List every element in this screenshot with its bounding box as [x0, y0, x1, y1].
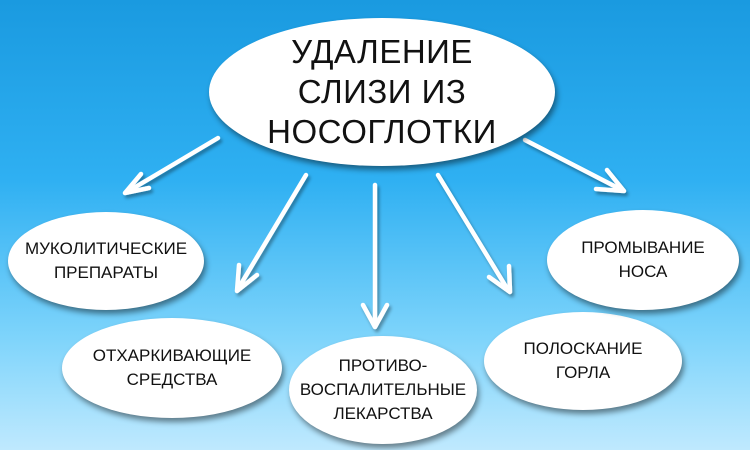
node-nasal-rinse-label: ПРОМЫВАНИЕ НОСА — [581, 238, 705, 281]
node-expectorants: ОТХАРКИВАЮЩИЕ СРЕДСТВА — [62, 318, 282, 418]
node-nasal-rinse: ПРОМЫВАНИЕ НОСА — [547, 210, 739, 310]
node-antiinflammatory: ПРОТИВО- ВОСПАЛИТЕЛЬНЫЕ ЛЕКАРСТВА — [289, 336, 477, 444]
arrow-to-antiinflammatory — [360, 182, 390, 330]
node-mucolytics-label: МУКОЛИТИЧЕСКИЕ ПРЕПАРАТЫ — [24, 239, 188, 282]
node-gargling: ПОЛОСКАНИЕ ГОРЛА — [484, 312, 682, 410]
arrow-to-gargling — [435, 172, 513, 295]
center-node-label: УДАЛЕНИЕ СЛИЗИ ИЗ НОСОГЛОТКИ — [267, 33, 497, 150]
node-mucolytics: МУКОЛИТИЧЕСКИЕ ПРЕПАРАТЫ — [8, 212, 204, 310]
arrow-to-expectorants — [234, 172, 309, 294]
node-expectorants-label: ОТХАРКИВАЮЩИЕ СРЕДСТВА — [92, 346, 252, 389]
center-node: УДАЛЕНИЕ СЛИЗИ ИЗ НОСОГЛОТКИ — [209, 18, 555, 166]
node-antiinflammatory-label: ПРОТИВО- ВОСПАЛИТЕЛЬНЫЕ ЛЕКАРСТВА — [299, 356, 467, 423]
arrow-to-nasal-rinse — [522, 137, 627, 194]
node-gargling-label: ПОЛОСКАНИЕ ГОРЛА — [523, 339, 643, 382]
arrow-to-mucolytics — [122, 135, 221, 196]
